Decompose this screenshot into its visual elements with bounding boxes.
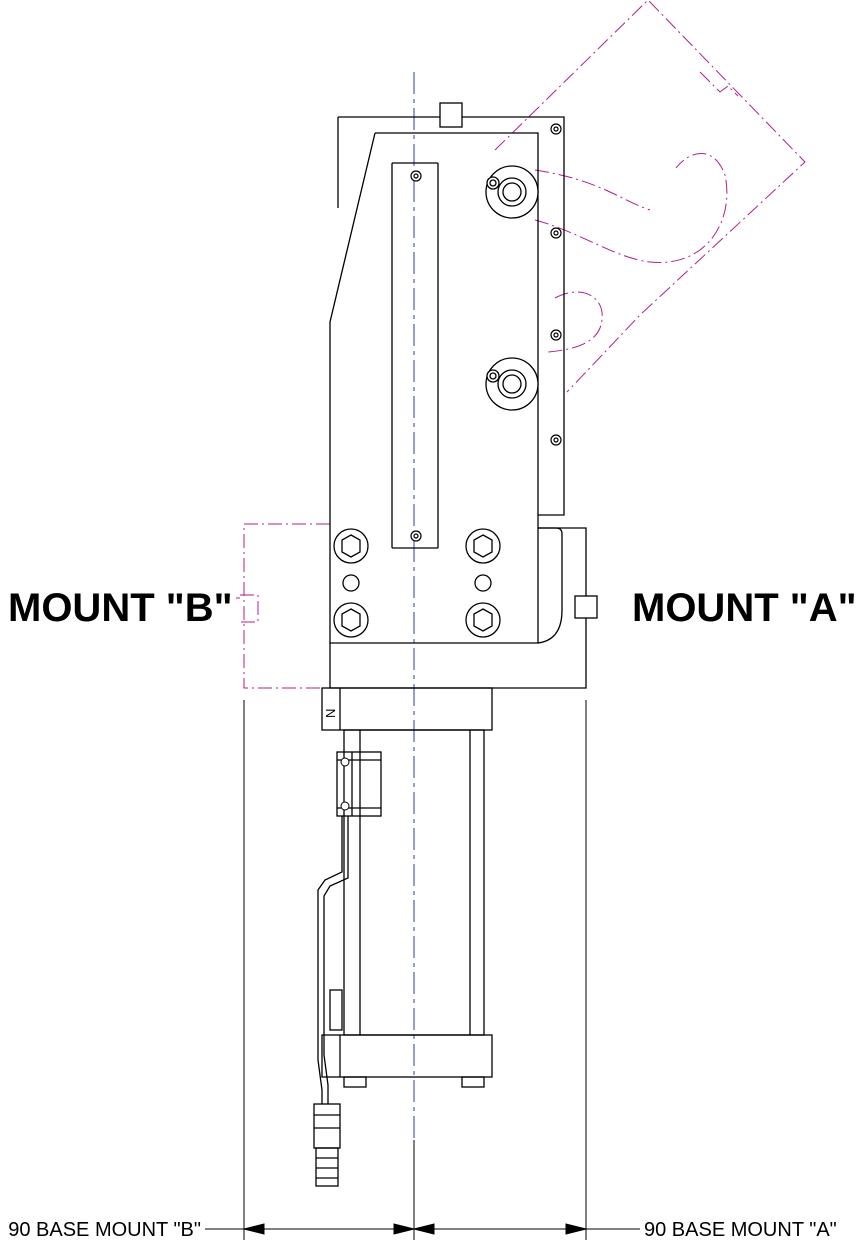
dimension-lines: [205, 700, 640, 1240]
dimension-label-a: 90 BASE MOUNT "A": [644, 1219, 837, 1241]
edge-screws: [410, 123, 562, 542]
hex-bolts: [333, 528, 501, 638]
dimension-label-b: 90 BASE MOUNT "B": [8, 1219, 201, 1241]
mount-b-label: MOUNT "B": [8, 586, 233, 630]
clamp-body: [329, 102, 598, 689]
mount-a-label: MOUNT "A": [632, 586, 857, 630]
sensor-screws: [340, 757, 350, 811]
cylinder: [313, 687, 493, 1187]
phantom-mount-b: [236, 523, 330, 689]
cylinder-letter: N: [323, 709, 338, 718]
phantom-rotated-arm: [494, 0, 806, 393]
pivot-bosses: [485, 165, 539, 411]
